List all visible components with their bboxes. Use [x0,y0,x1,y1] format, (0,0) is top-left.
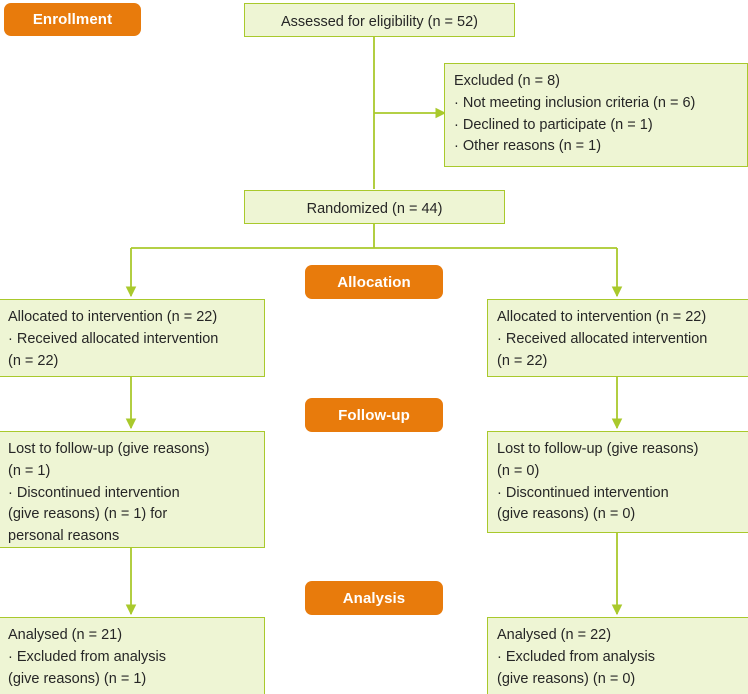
banner-enrollment: Enrollment [4,3,141,36]
banner-follow-up: Follow-up [305,398,443,432]
banner-analysis: Analysis [305,581,443,615]
node-analysed-left: Analysed (n = 21) · Excluded from analys… [0,617,265,694]
banner-allocation: Allocation [305,265,443,299]
banner-follow-up-label: Follow-up [338,406,410,424]
node-excluded: Excluded (n = 8) · Not meeting inclusion… [444,63,748,167]
node-analysed-right: Analysed (n = 22) · Excluded from analys… [487,617,748,694]
node-assessed-for-eligibility: Assessed for eligibility (n = 52) [244,3,515,37]
banner-analysis-label: Analysis [342,589,406,607]
node-allocated-right: Allocated to intervention (n = 22) · Rec… [487,299,748,377]
node-randomized: Randomized (n = 44) [244,190,505,224]
node-lost-left: Lost to follow-up (give reasons) (n = 1)… [0,431,265,548]
banner-allocation-label: Allocation [337,273,411,291]
banner-enrollment-label: Enrollment [32,11,113,28]
node-allocated-left: Allocated to intervention (n = 22) · Rec… [0,299,265,377]
node-lost-right: Lost to follow-up (give reasons) (n = 0)… [487,431,748,533]
